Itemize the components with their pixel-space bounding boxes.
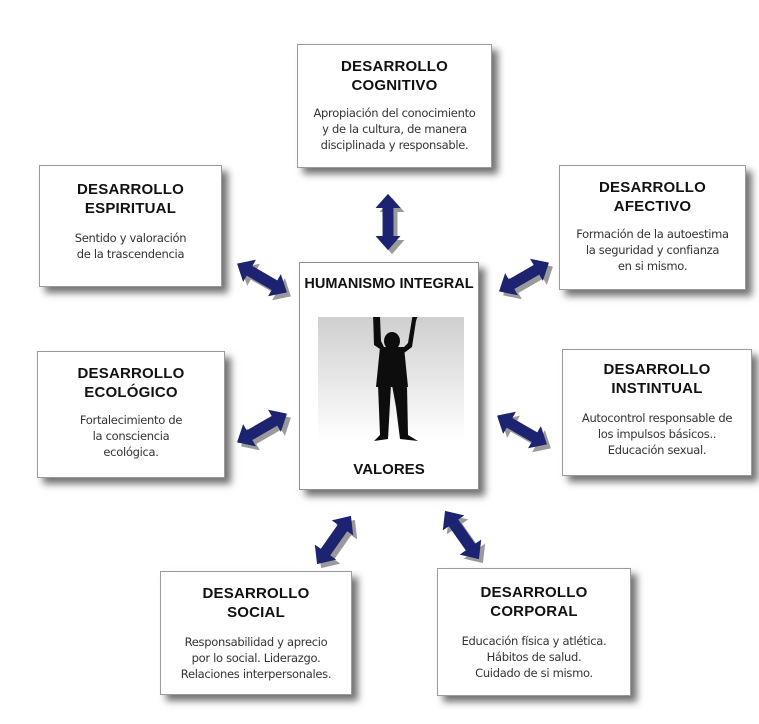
title-line: ESPIRITUAL bbox=[84, 200, 177, 217]
desc-line: Relaciones interpersonales. bbox=[180, 667, 332, 681]
title-line: DESARROLLO bbox=[603, 361, 711, 378]
desc-line: los impulsos básicos.. bbox=[597, 427, 717, 441]
desc-line: la seguridad y confianza bbox=[585, 243, 720, 257]
desc-line: Formación de la autoestima bbox=[576, 227, 729, 241]
title-line: CORPORAL bbox=[490, 603, 578, 620]
box-title: DESARROLLO ESPIRITUAL bbox=[40, 180, 221, 218]
box-description: Educación física y atlética. Hábitos de … bbox=[438, 633, 630, 681]
box-desarrollo-cognitivo: DESARROLLO COGNITIVO Apropiación del con… bbox=[297, 44, 492, 168]
title-line: DESARROLLO bbox=[480, 584, 588, 601]
desc-line: Hábitos de salud. bbox=[486, 650, 582, 664]
center-title: HUMANISMO INTEGRAL bbox=[304, 276, 474, 292]
box-description: Sentido y valoración de la trascendencia bbox=[40, 230, 221, 262]
desc-line: de la trascendencia bbox=[76, 247, 185, 261]
desc-line: Apropiación del conocimiento bbox=[313, 106, 476, 120]
desc-line: Cuidado de si mismo. bbox=[475, 666, 593, 680]
box-description: Formación de la autoestima la seguridad … bbox=[560, 226, 745, 274]
box-desarrollo-instintual: DESARROLLO INSTINTUAL Autocontrol respon… bbox=[562, 349, 752, 476]
title-line: DESARROLLO bbox=[77, 365, 185, 382]
box-description: Apropiación del conocimiento y de la cul… bbox=[298, 105, 491, 153]
desc-line: Autocontrol responsable de bbox=[581, 411, 733, 425]
box-title: DESARROLLO INSTINTUAL bbox=[563, 360, 751, 398]
box-desarrollo-corporal: DESARROLLO CORPORAL Educación física y a… bbox=[437, 568, 631, 696]
center-gradient-panel bbox=[318, 311, 464, 441]
box-title: DESARROLLO CORPORAL bbox=[438, 583, 630, 621]
title-line: DESARROLLO bbox=[341, 58, 448, 75]
desc-line: Educación sexual. bbox=[607, 443, 707, 457]
box-desarrollo-social: DESARROLLO SOCIAL Responsabilidad y apre… bbox=[160, 571, 352, 695]
box-description: Autocontrol responsable de los impulsos … bbox=[563, 410, 751, 458]
person-silhouette-icon bbox=[373, 311, 418, 441]
desc-line: Educación física y atlética. bbox=[461, 634, 607, 648]
title-line: INSTINTUAL bbox=[611, 380, 703, 397]
desc-line: la consciencia bbox=[92, 429, 170, 443]
desc-line: Fortalecimiento de bbox=[79, 413, 183, 427]
desc-line: en si mismo. bbox=[617, 259, 688, 273]
center-humanismo-integral: HUMANISMO INTEGRAL VALORES bbox=[299, 262, 479, 490]
box-description: Fortalecimiento de la consciencia ecológ… bbox=[38, 412, 224, 460]
box-desarrollo-afectivo: DESARROLLO AFECTIVO Formación de la auto… bbox=[559, 165, 746, 290]
box-desarrollo-ecologico: DESARROLLO ECOLÓGICO Fortalecimiento de … bbox=[37, 351, 225, 478]
desc-line: Sentido y valoración bbox=[74, 231, 187, 245]
title-line: AFECTIVO bbox=[613, 198, 692, 215]
desc-line: y de la cultura, de manera bbox=[322, 122, 467, 136]
title-line: DESARROLLO bbox=[77, 181, 184, 198]
desc-line: disciplinada y responsable. bbox=[320, 138, 469, 152]
box-description: Responsabilidad y aprecio por lo social.… bbox=[161, 634, 351, 682]
box-title: DESARROLLO SOCIAL bbox=[161, 584, 351, 622]
box-title: DESARROLLO COGNITIVO bbox=[298, 57, 491, 95]
desc-line: Responsabilidad y aprecio bbox=[184, 635, 328, 649]
title-line: SOCIAL bbox=[227, 604, 285, 621]
title-line: DESARROLLO bbox=[202, 585, 310, 602]
center-footer: VALORES bbox=[353, 461, 425, 478]
title-line: DESARROLLO bbox=[599, 179, 706, 196]
title-line: COGNITIVO bbox=[351, 77, 438, 94]
title-line: ECOLÓGICO bbox=[84, 384, 178, 401]
desc-line: ecológica. bbox=[103, 445, 159, 459]
box-title: DESARROLLO AFECTIVO bbox=[560, 178, 745, 216]
box-title: DESARROLLO ECOLÓGICO bbox=[38, 364, 224, 402]
box-desarrollo-espiritual: DESARROLLO ESPIRITUAL Sentido y valoraci… bbox=[39, 165, 222, 287]
desc-line: por lo social. Liderazgo. bbox=[191, 651, 321, 665]
